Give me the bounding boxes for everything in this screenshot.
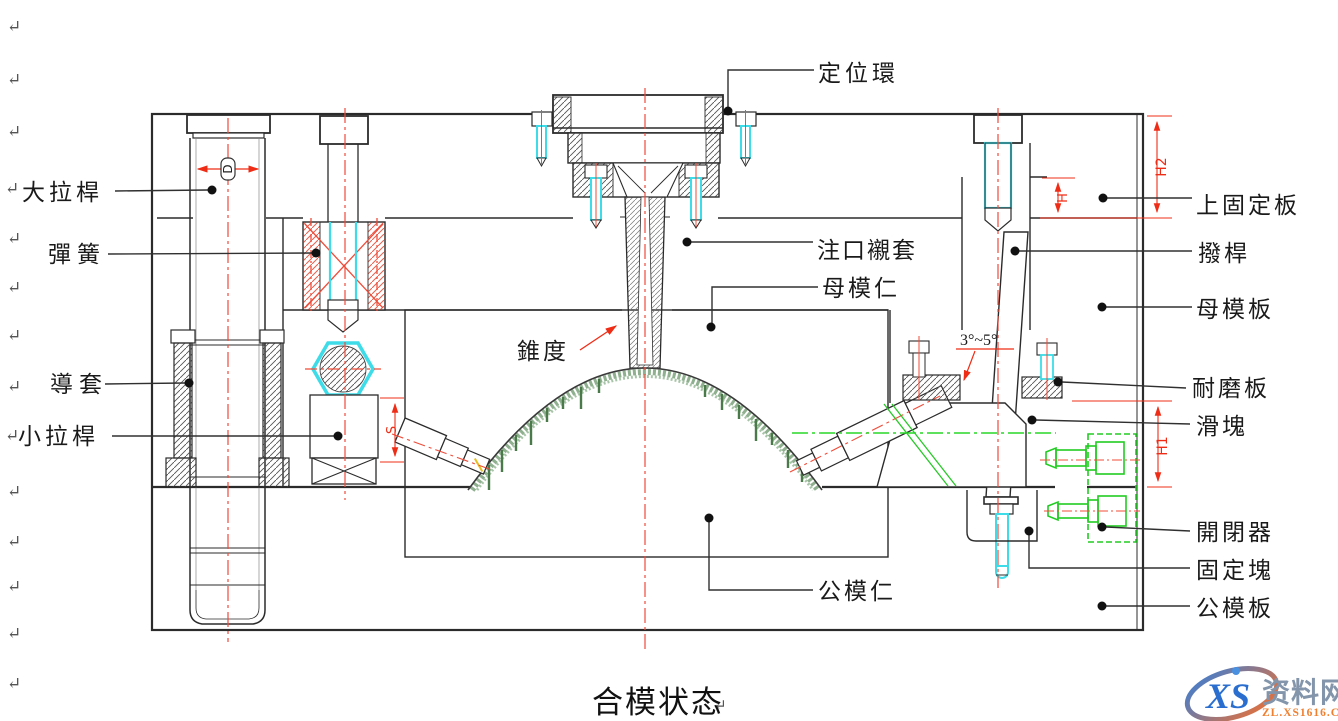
pilcrow-mark: ↵ xyxy=(7,70,21,89)
dimension-angle: 3°~5° xyxy=(956,332,1014,382)
pilcrow-marks: ↵ ↵ ↵ ↵ ↵ ↵ ↵ ↵ ↵ ↵ ↵ ↵ ↵ ↵ ↵ xyxy=(5,17,727,714)
pilcrow-mark: ↵ xyxy=(5,179,19,198)
dimension-s: S xyxy=(380,397,404,463)
latch-lock xyxy=(1040,433,1140,543)
label-guide-sleeve: 導套 xyxy=(50,372,108,397)
ring-bolt-left xyxy=(531,110,553,168)
dim-h-label: H xyxy=(1056,193,1071,203)
guide-sleeve xyxy=(165,329,290,488)
pilcrow-mark: ↵ xyxy=(7,577,21,596)
label-spring: 彈簧 xyxy=(48,242,106,267)
wear-plate-bolt-right xyxy=(1036,338,1058,400)
watermark: XS 资料网 ZL.XS1616.COM xyxy=(1184,666,1338,721)
hex-nut xyxy=(305,341,381,397)
sprue-bolt-right xyxy=(684,163,708,229)
dome-ribs xyxy=(487,379,804,490)
dimension-h1: H1 xyxy=(1072,400,1172,488)
dim-angle-label: 3°~5° xyxy=(960,332,997,349)
label-lever: 撥桿 xyxy=(1198,241,1250,266)
centerlines xyxy=(227,88,999,652)
small-tie-rod xyxy=(309,394,379,485)
leader-lines xyxy=(104,69,1192,607)
label-locating-ring: 定位環 xyxy=(818,61,899,86)
watermark-logo-dot xyxy=(1232,667,1240,675)
dimension-h: H xyxy=(1042,177,1075,214)
label-cavity-insert: 母模仁 xyxy=(822,276,900,301)
dim-s-label: S xyxy=(385,426,400,434)
dim-h2-label: H2 xyxy=(1154,157,1170,176)
angle-pin-left xyxy=(391,417,493,475)
watermark-logo-text: XS xyxy=(1205,676,1250,716)
wear-plate-bolt-left xyxy=(908,336,930,400)
sprue-bolt-left xyxy=(584,163,608,229)
drawing-title: 合模状态 xyxy=(592,685,724,720)
pilcrow-mark: ↵ xyxy=(7,122,21,141)
label-wear-plate: 耐磨板 xyxy=(1192,376,1270,401)
label-cavity-plate: 母模板 xyxy=(1196,297,1274,322)
pilcrow-mark: ↵ xyxy=(7,17,21,36)
label-small-tie-rod: 小拉桿 xyxy=(18,424,99,449)
component-labels: 大拉桿 彈簧 導套 小拉桿 定位環 注口襯套 母模仁 錐度 公模仁 上固定板 撥… xyxy=(18,61,1300,621)
pilcrow-mark: ↵ xyxy=(7,624,21,643)
label-slider: 滑塊 xyxy=(1196,414,1248,439)
latch-bolt-top xyxy=(1045,441,1125,475)
leader-dots xyxy=(184,106,1108,611)
spring-assembly xyxy=(302,115,386,333)
label-sprue-bushing: 注口襯套 xyxy=(817,238,917,263)
label-core-plate: 公模板 xyxy=(1196,596,1274,621)
pilcrow-mark: ↵ xyxy=(7,229,21,248)
pilcrow-mark: ↵ xyxy=(7,278,21,297)
label-taper: 錐度 xyxy=(517,339,569,364)
spring-cross-symbol xyxy=(304,218,384,314)
slider-assembly xyxy=(789,336,1063,488)
ring-bolt-right xyxy=(735,110,757,168)
pilcrow-mark: ↵ xyxy=(7,532,21,551)
label-latch-lock: 開閉器 xyxy=(1196,520,1274,545)
label-top-clamp-plate: 上固定板 xyxy=(1196,193,1300,218)
watermark-site-name: 资料网 xyxy=(1262,677,1338,709)
watermark-site-url: ZL.XS1616.COM xyxy=(1262,707,1338,719)
dim-d-label: D xyxy=(221,164,235,173)
label-core-insert: 公模仁 xyxy=(818,579,896,604)
pilcrow-mark: ↵ xyxy=(5,426,19,445)
dimension-h2: H2 xyxy=(1040,115,1172,219)
label-large-tie-rod: 大拉桿 xyxy=(22,180,103,205)
sprue-bushing xyxy=(572,162,720,369)
dim-h1-label: H1 xyxy=(1155,436,1171,455)
pilcrow-mark: ↵ xyxy=(714,698,727,714)
watermark-logo-ellipse xyxy=(1184,666,1280,721)
locating-ring xyxy=(531,94,757,168)
dimension-d: D xyxy=(196,157,260,181)
pilcrow-mark: ↵ xyxy=(7,326,21,345)
pilcrow-mark: ↵ xyxy=(7,377,21,396)
wear-plate-left xyxy=(902,374,961,401)
pilcrow-mark: ↵ xyxy=(7,482,21,501)
pilcrow-mark: ↵ xyxy=(7,674,21,693)
retainer-block xyxy=(966,490,1038,542)
label-retainer-block: 固定塊 xyxy=(1196,558,1274,583)
